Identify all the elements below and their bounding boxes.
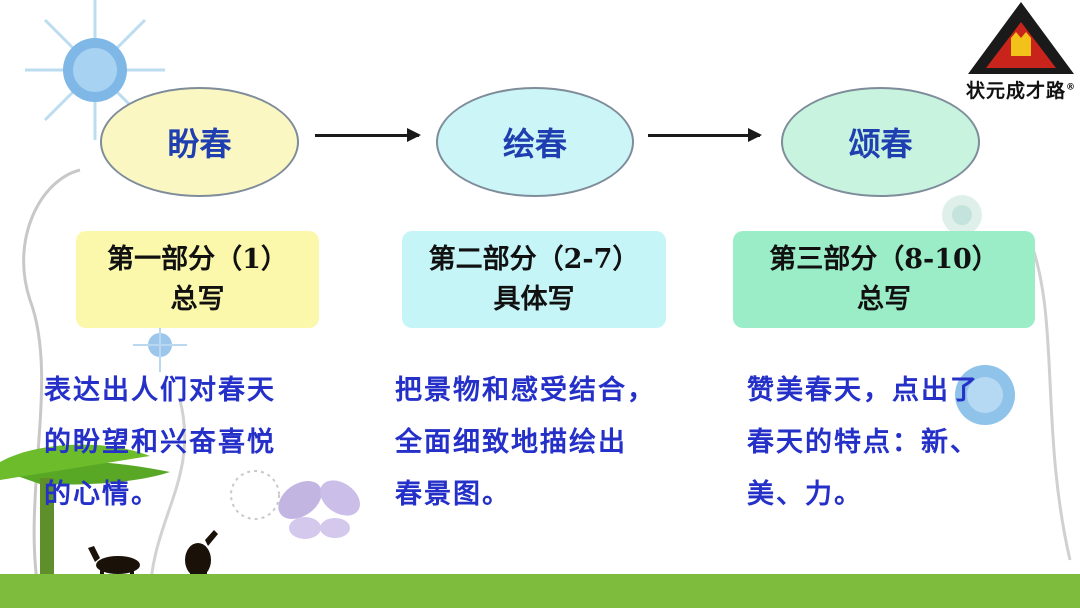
- description-2-line: 全面细致地描绘出: [395, 427, 627, 458]
- description-3-line: 赞美春天，点出了: [747, 375, 979, 406]
- right-flower-icon: [942, 195, 1015, 425]
- description-2: 把景物和感受结合， 全面细致地描绘出 春景图。: [395, 365, 715, 521]
- description-1-line: 表达出人们对春天: [44, 375, 276, 406]
- part-box-1-label: 第一部分（1）: [107, 243, 288, 275]
- description-1-line: 的盼望和兴奋喜悦: [44, 427, 276, 458]
- flow-arrow-1: [315, 128, 421, 142]
- logo-icon: [968, 2, 1074, 74]
- part-box-1: 第一部分（1） 总写: [76, 231, 319, 328]
- flow-node-1: 盼春: [100, 87, 299, 197]
- part-box-2-label: 第二部分（2-7）: [428, 243, 640, 275]
- description-2-line: 把景物和感受结合，: [395, 375, 656, 406]
- flower-sun-icon: [25, 0, 165, 140]
- part-box-3: 第三部分（8-10） 总写: [733, 231, 1035, 328]
- description-2-line: 春景图。: [395, 479, 511, 510]
- description-3: 赞美春天，点出了 春天的特点：新、 美、力。: [747, 365, 1047, 521]
- flow-arrow-2: [648, 128, 762, 142]
- grass-ground: [0, 574, 1080, 608]
- flow-node-3-title: 颂春: [848, 125, 913, 163]
- vine-stem: [22, 168, 81, 601]
- part-box-2-kind: 具体写: [493, 283, 575, 315]
- tree-icon: [0, 444, 170, 578]
- description-3-line: 美、力。: [747, 479, 863, 510]
- part-box-1-kind: 总写: [170, 283, 225, 315]
- description-3-line: 春天的特点：新、: [747, 427, 979, 458]
- part-box-2: 第二部分（2-7） 具体写: [402, 231, 666, 328]
- butterfly-icon: [278, 480, 360, 539]
- part-box-3-kind: 总写: [857, 283, 911, 315]
- flow-node-1-title: 盼春: [167, 125, 232, 163]
- description-1: 表达出人们对春天 的盼望和兴奋喜悦 的心情。: [44, 365, 344, 521]
- flow-node-2-title: 绘春: [502, 125, 567, 163]
- description-1-line: 的心情。: [44, 479, 160, 510]
- flow-node-2: 绘春: [436, 87, 634, 197]
- part-box-3-label: 第三部分（8-10）: [769, 243, 999, 275]
- logo-text: 状元成才路®: [966, 80, 1077, 102]
- flow-node-3: 颂春: [781, 87, 980, 197]
